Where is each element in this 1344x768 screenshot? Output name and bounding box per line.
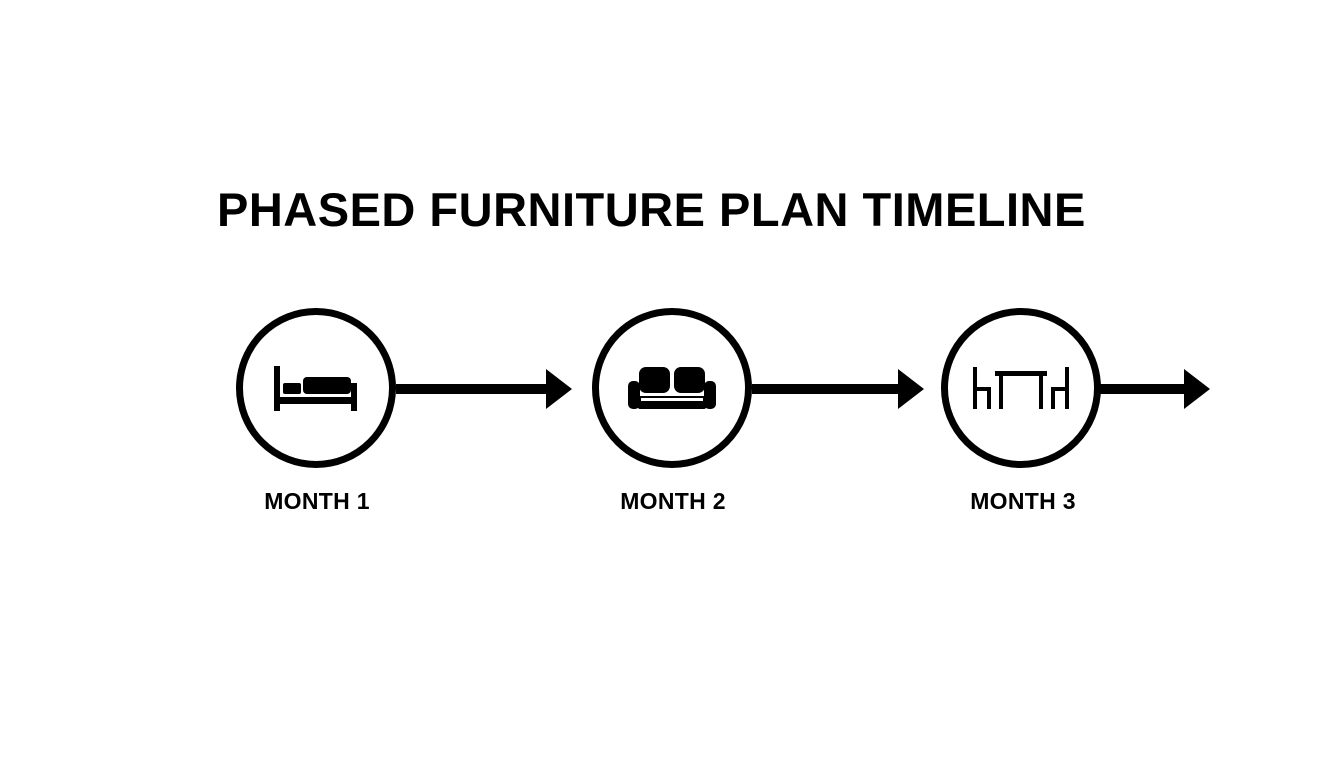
timeline-arrow-1 bbox=[396, 369, 576, 409]
timeline-arrow-2 bbox=[752, 369, 928, 409]
phase-label-2: MONTH 2 bbox=[620, 488, 726, 514]
phase-label-1: MONTH 1 bbox=[264, 488, 370, 514]
phase-node-1 bbox=[236, 308, 396, 468]
phase-node-3 bbox=[941, 308, 1101, 468]
dining-table-icon bbox=[973, 367, 1069, 409]
timeline-arrow-3 bbox=[1100, 369, 1212, 409]
diagram-title: PHASED FURNITURE PLAN TIMELINE bbox=[217, 183, 1086, 236]
bed-icon bbox=[274, 366, 357, 411]
sofa-icon bbox=[628, 367, 716, 409]
phase-node-2 bbox=[592, 308, 752, 468]
phase-label-3: MONTH 3 bbox=[970, 488, 1076, 514]
